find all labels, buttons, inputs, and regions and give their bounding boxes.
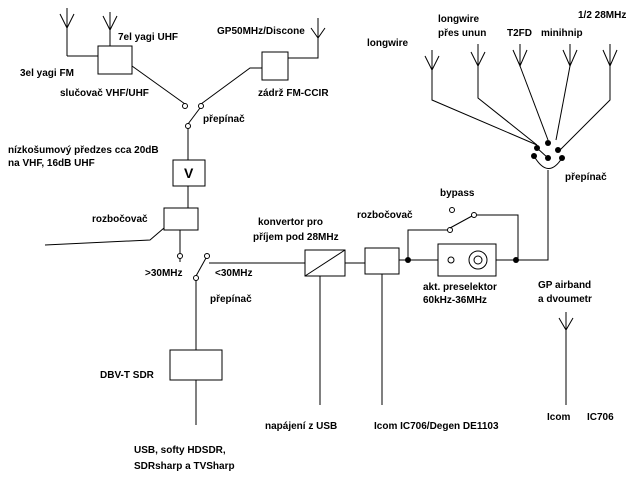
dvbt-sdr-box [169, 349, 223, 381]
label-bypass: bypass [440, 188, 475, 199]
label-power: napájení z USB [265, 421, 337, 432]
label-7el-yagi: 7el yagi UHF [118, 32, 178, 43]
label-usb-1: USB, softy HDSDR, [134, 445, 226, 456]
antenna-half-28mhz [559, 44, 618, 151]
label-converter-2: příjem pod 28MHz [253, 232, 339, 243]
fm-filter-box [261, 51, 289, 81]
antenna-longwire-unun [470, 44, 538, 146]
wire-filter-switch [200, 67, 262, 105]
wire-combiner-switch [131, 65, 186, 105]
splitter-2-box [364, 247, 400, 275]
label-splitter-1: rozbočovač [92, 214, 148, 225]
label-combiner: slučovač VHF/UHF [60, 88, 149, 99]
label-gp50-discone: GP50MHz/Discone [217, 26, 305, 37]
label-icom-degen: Icom IC706/Degen DE1103 [374, 421, 499, 432]
preselector-box [437, 243, 497, 277]
label-lt30: <30MHz [215, 268, 253, 279]
label-dvbt-sdr: DBV-T SDR [100, 370, 155, 381]
label-switch-1: přepínač [203, 114, 245, 125]
switch-1 [182, 103, 204, 160]
label-gt30: >30MHz [145, 268, 183, 279]
antenna-7el-yagi-uhf [102, 12, 118, 46]
wire-splitter-branch [44, 227, 165, 246]
antenna-longwire [424, 50, 538, 146]
label-splitter-2: rozbočovač [357, 210, 413, 221]
rotary-switch-3 [531, 140, 565, 169]
label-longwire-unun-1: longwire [438, 14, 480, 25]
label-switch-3: přepínač [565, 172, 607, 183]
junction-dot [513, 257, 519, 263]
antenna-gp-airband [558, 312, 574, 405]
label-gp-airband-2: a dvoumetr [538, 294, 592, 305]
label-gp-airband-1: GP airband [538, 280, 591, 291]
antenna-minihnip [555, 44, 578, 141]
label-lna-1: nízkošumový předzes cca 20dB [8, 145, 159, 156]
lna-box [172, 159, 206, 187]
label-usb-2: SDRsharp a TVSharp [134, 461, 235, 472]
label-minihnip: minihnip [541, 28, 583, 39]
label-longwire-unun-2: přes unun [438, 28, 486, 39]
label-lna-2: na VHF, 16dB UHF [8, 158, 95, 169]
label-ic706: IC706 [587, 412, 614, 423]
label-switch-2: přepínač [210, 294, 252, 305]
label-lna-box: V [184, 165, 194, 181]
label-preselector-1: akt. preselektor [423, 282, 497, 293]
converter-box [304, 249, 346, 277]
antenna-t2fd [512, 44, 549, 141]
label-t2fd: T2FD [507, 28, 532, 39]
label-preselector-2: 60kHz-36MHz [423, 295, 487, 306]
antenna-3el-yagi-fm [59, 8, 98, 57]
label-converter-1: konvertor pro [258, 217, 323, 228]
splitter-1-box [163, 207, 199, 231]
label-3el-yagi: 3el yagi FM [20, 68, 74, 79]
antenna-gp50-discone [288, 18, 326, 59]
switch-2 [177, 253, 305, 350]
label-longwire: longwire [367, 38, 409, 49]
bypass-switch [447, 207, 519, 258]
label-half-28mhz: 1/2 28MHz [578, 10, 626, 21]
combiner-box [97, 45, 133, 75]
label-fm-filter: zádrž FM-CCIR [258, 88, 329, 99]
wire-bypass-left [407, 229, 448, 260]
label-icom: Icom [547, 412, 570, 423]
